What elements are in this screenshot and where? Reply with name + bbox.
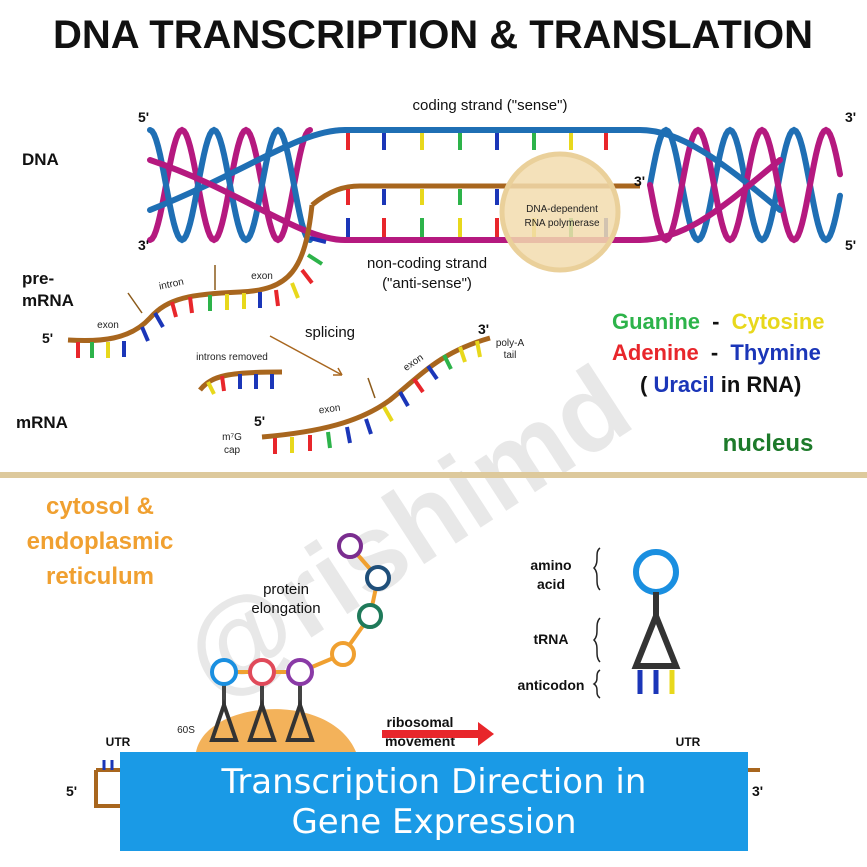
m7g-cap-label-1: m⁷G xyxy=(222,432,242,443)
legend-row-2: Adenine - Thymine xyxy=(612,340,821,365)
poly-a-label-2: tail xyxy=(504,350,517,361)
rna-3prime-inner: 3' xyxy=(634,173,645,189)
legend-uracil-rest: in RNA) xyxy=(721,372,802,397)
dna-5prime-bottom-right: 5' xyxy=(845,237,856,253)
pre-mrna-label-1: pre- xyxy=(22,269,54,288)
dna-label: DNA xyxy=(22,150,59,169)
amino-acid-navy xyxy=(365,565,391,591)
protein-elongation-label-2: elongation xyxy=(251,600,320,617)
ribosomal-movement-label-1: ribosomal xyxy=(387,714,454,730)
poly-a-label-1: poly-A xyxy=(496,338,525,349)
caption-line-1: Transcription Direction in xyxy=(221,761,647,802)
legend-dash-2: - xyxy=(711,340,718,365)
polymerase-label-1: DNA-dependent xyxy=(526,204,598,215)
legend-cytosine: Cytosine xyxy=(732,309,825,334)
splicing-arrowhead xyxy=(333,367,343,376)
cytosol-label-1: cytosol & xyxy=(46,493,154,520)
diagram-title: DNA TRANSCRIPTION & TRANSLATION xyxy=(53,13,813,57)
trna-amino-blue xyxy=(210,658,238,686)
dna-5prime-top: 5' xyxy=(138,109,149,125)
legend-row-3: ( Uracil in RNA) xyxy=(640,372,801,397)
legend-uracil-open: ( xyxy=(640,372,648,397)
exon-label-3: exon xyxy=(318,403,341,417)
removed-intron-strand xyxy=(198,369,283,392)
utr-label-right: UTR xyxy=(676,735,701,749)
ribosome-trnas xyxy=(209,658,315,742)
amino-acid-purple xyxy=(337,533,363,559)
mrna-5prime: 5' xyxy=(254,413,265,429)
legend-dash-1: - xyxy=(712,309,719,334)
trna-key-diagram xyxy=(631,549,681,694)
noncoding-strand-label-1: non-coding strand xyxy=(367,255,487,272)
coding-strand xyxy=(147,127,783,213)
amino-acid-yellow xyxy=(330,641,356,667)
trna-key-amino-1: amino xyxy=(530,557,571,573)
exon-label-1: exon xyxy=(97,320,119,331)
trna-amino-red xyxy=(248,658,276,686)
exon-pointer-3 xyxy=(367,377,376,399)
legend-uracil: Uracil xyxy=(653,372,714,397)
splicing-label: splicing xyxy=(305,324,355,341)
coding-strand-label: coding strand ("sense") xyxy=(413,97,568,114)
pre-mrna-label-2: mRNA xyxy=(22,291,74,310)
legend-adenine: Adenine xyxy=(612,340,699,365)
mrna-label: mRNA xyxy=(16,413,68,432)
pre-mrna-strand xyxy=(67,204,315,344)
nucleus-label: nucleus xyxy=(723,430,814,457)
dna-3prime-bottom-left: 3' xyxy=(138,237,149,253)
pre-mrna-bases xyxy=(76,236,327,358)
exon-pointer-1 xyxy=(127,292,143,314)
legend-row-1: Guanine - Cytosine xyxy=(612,309,825,334)
cytosol-label-3: reticulum xyxy=(46,563,154,590)
noncoding-strand-lower xyxy=(147,157,783,243)
caption-line-2: Gene Expression xyxy=(291,801,577,842)
polymerase-label-2: RNA polymerase xyxy=(524,218,599,229)
protein-elongation-label-1: protein xyxy=(263,581,309,598)
mrna-3prime: 3' xyxy=(478,321,489,337)
trna-key-anticodon: anticodon xyxy=(518,677,585,693)
trna-key-amino-icon xyxy=(633,549,679,595)
pre-mrna-5prime: 5' xyxy=(42,330,53,346)
introns-removed-label: introns removed xyxy=(196,352,268,363)
trna-key-amino-2: acid xyxy=(537,576,565,592)
m7g-cap-label-2: cap xyxy=(224,445,241,456)
nascent-rna xyxy=(310,183,640,207)
dna-3prime-top-right: 3' xyxy=(845,109,856,125)
trna-key-trna: tRNA xyxy=(534,631,569,647)
rna-polymerase xyxy=(499,151,621,273)
utr-label-left: UTR xyxy=(106,735,131,749)
legend-guanine: Guanine xyxy=(612,309,700,334)
cyto-mrna-3prime: 3' xyxy=(752,783,763,799)
intron-label: intron xyxy=(158,277,185,293)
mrna-bases xyxy=(273,340,482,454)
base-pair-legend: Guanine - Cytosine Adenine - Thymine ( U… xyxy=(612,309,825,397)
legend-thymine: Thymine xyxy=(730,340,820,365)
noncoding-strand-label-2: ("anti-sense") xyxy=(382,275,472,292)
cytosol-label-2: endoplasmic xyxy=(27,528,174,555)
caption-banner: Transcription Direction in Gene Expressi… xyxy=(120,752,748,851)
amino-acid-green xyxy=(357,603,383,629)
trna-key-braces xyxy=(592,547,601,699)
ribosome-60s-label: 60S xyxy=(177,725,195,736)
exon-label-2: exon xyxy=(251,271,273,282)
removed-intron-bases xyxy=(206,374,274,395)
cyto-mrna-5prime: 5' xyxy=(66,783,77,799)
ribosomal-movement-arrow xyxy=(382,722,494,746)
splicing-arrow xyxy=(269,335,343,376)
trna-amino-purple xyxy=(286,658,314,686)
mrna-strand xyxy=(261,335,491,440)
coding-strand-bases xyxy=(346,133,608,150)
nascent-rna-bases xyxy=(346,189,499,205)
nucleus-divider xyxy=(0,472,867,478)
helix-left-blue xyxy=(147,126,313,244)
